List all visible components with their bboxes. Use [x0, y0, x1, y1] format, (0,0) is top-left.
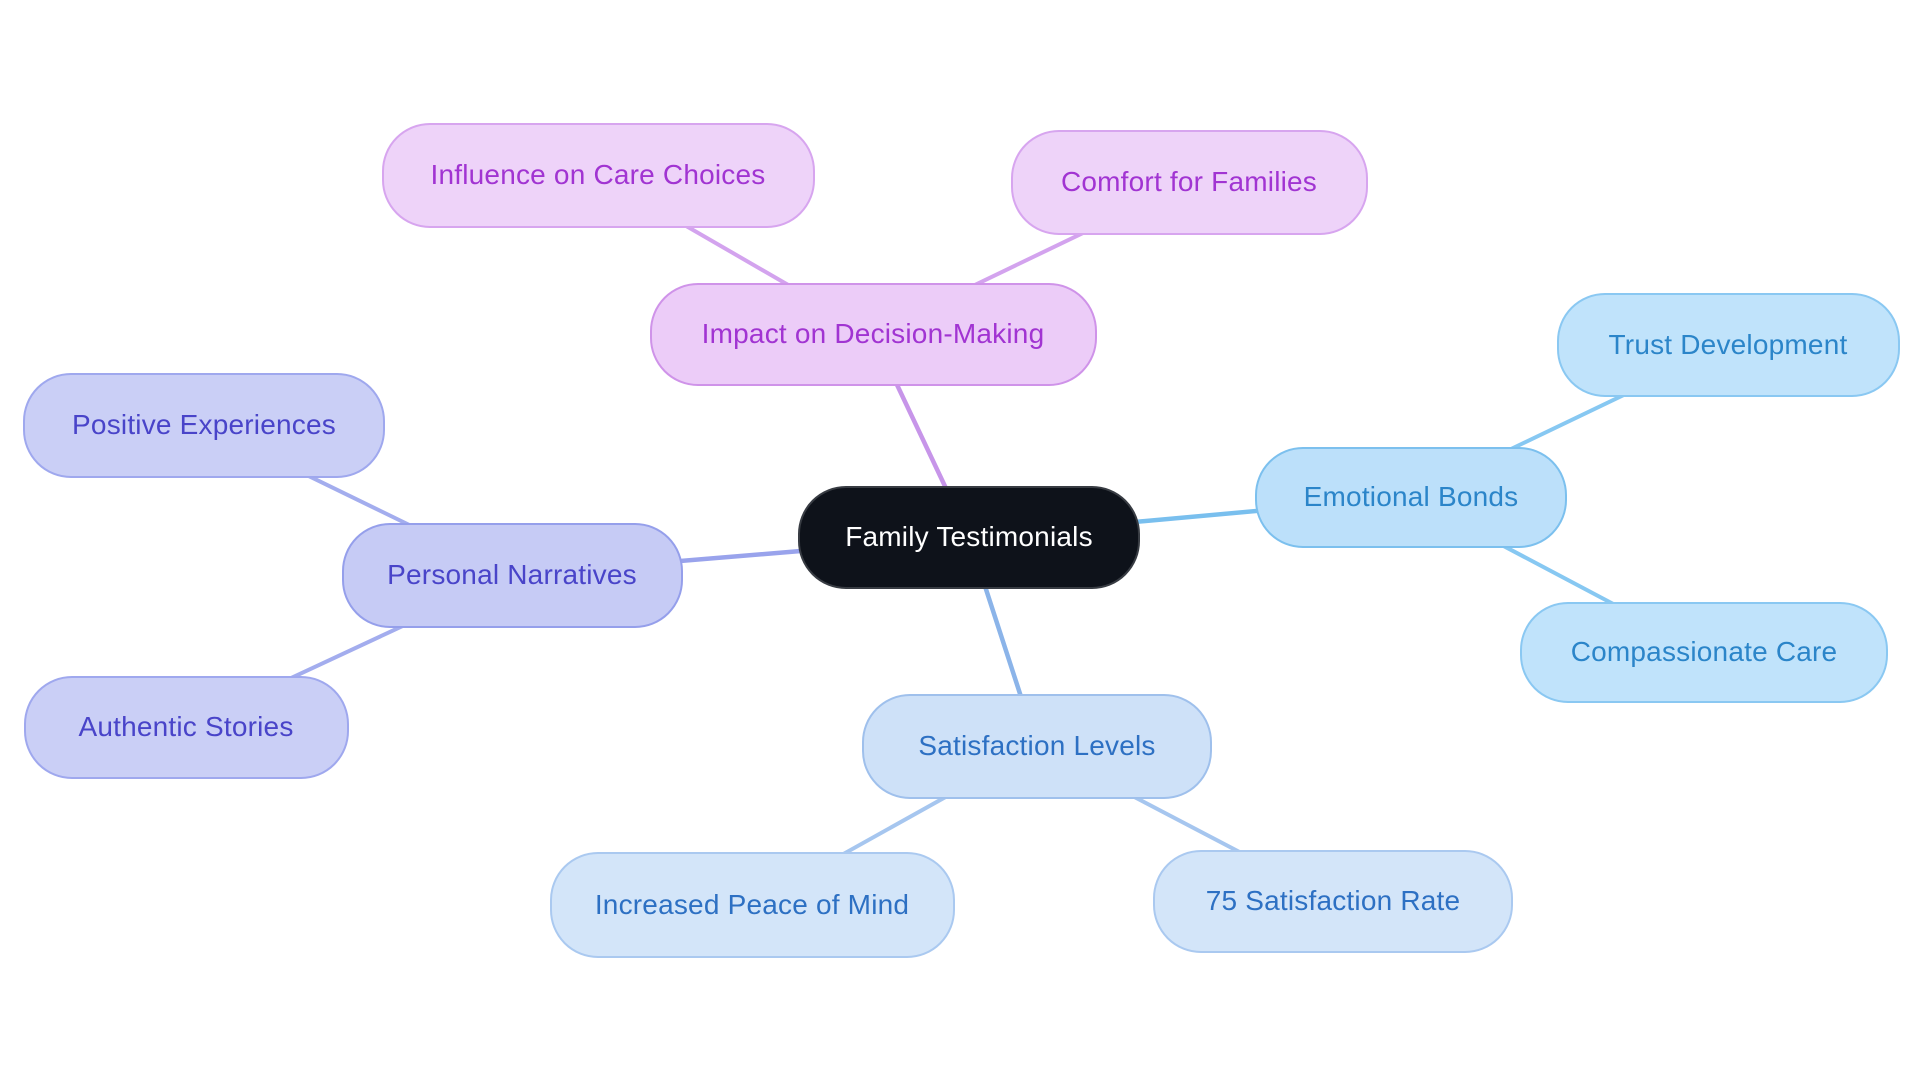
mindmap-node-label-compassionate-care: Compassionate Care: [1570, 636, 1838, 667]
mindmap-node-family-testimonials[interactable]: Family Testimonials: [798, 485, 1140, 589]
mindmap-node-label-increased-peace-of-mind: Increased Peace of Mind: [594, 889, 910, 920]
mindmap-node-label-comfort-for-families: Comfort for Families: [1060, 166, 1318, 197]
mindmap-node-label-satisfaction-rate: 75 Satisfaction Rate: [1205, 885, 1461, 916]
mindmap-node-authentic-stories[interactable]: Authentic Stories: [23, 675, 349, 779]
mindmap-node-impact-on-decision-making[interactable]: Impact on Decision-Making: [649, 282, 1097, 386]
mindmap-node-increased-peace-of-mind[interactable]: Increased Peace of Mind: [549, 852, 955, 958]
mindmap-node-compassionate-care[interactable]: Compassionate Care: [1520, 601, 1888, 703]
mindmap-node-emotional-bonds[interactable]: Emotional Bonds: [1255, 446, 1567, 548]
mindmap-node-comfort-for-families[interactable]: Comfort for Families: [1010, 129, 1368, 235]
mindmap-node-label-family-testimonials: Family Testimonials: [845, 521, 1093, 552]
mindmap-node-label-trust-development: Trust Development: [1608, 329, 1848, 360]
mindmap-node-label-emotional-bonds: Emotional Bonds: [1303, 481, 1519, 512]
mindmap-node-label-personal-narratives: Personal Narratives: [387, 559, 637, 590]
mindmap-node-label-authentic-stories: Authentic Stories: [78, 711, 294, 742]
mindmap-node-influence-on-care-choices[interactable]: Influence on Care Choices: [381, 122, 815, 228]
mindmap-node-label-satisfaction-levels: Satisfaction Levels: [918, 730, 1156, 761]
mindmap-node-personal-narratives[interactable]: Personal Narratives: [341, 522, 683, 628]
mindmap-node-label-influence-on-care-choices: Influence on Care Choices: [430, 159, 766, 190]
mindmap-node-trust-development[interactable]: Trust Development: [1556, 293, 1900, 397]
mindmap-node-positive-experiences[interactable]: Positive Experiences: [23, 372, 385, 478]
mindmap-node-label-positive-experiences: Positive Experiences: [72, 409, 336, 440]
mindmap-node-satisfaction-levels[interactable]: Satisfaction Levels: [862, 693, 1212, 799]
mindmap-node-label-impact-on-decision-making: Impact on Decision-Making: [701, 318, 1045, 349]
mindmap-node-satisfaction-rate[interactable]: 75 Satisfaction Rate: [1153, 849, 1513, 953]
